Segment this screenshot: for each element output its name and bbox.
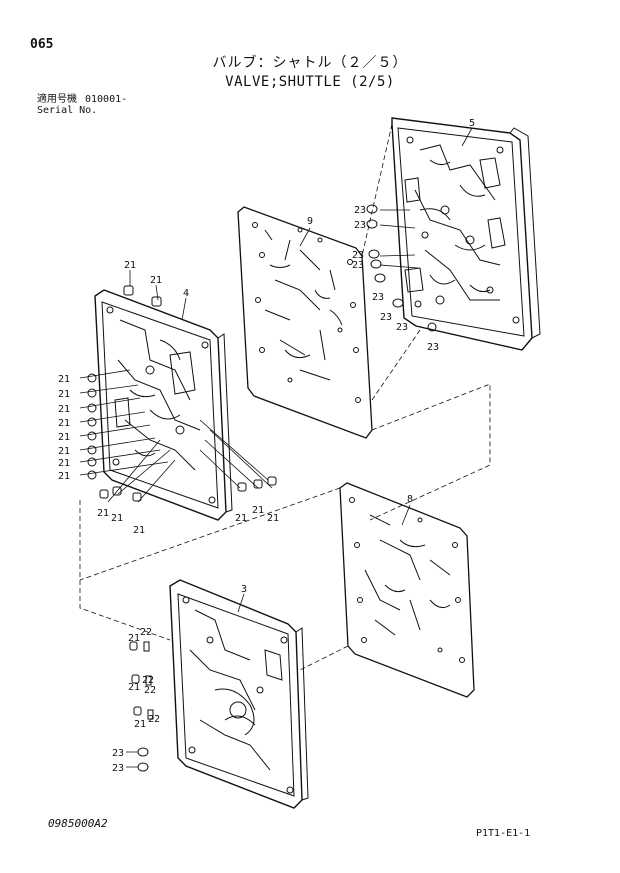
section-code: P1T1-E1-1	[476, 828, 531, 839]
label-part-21: 21	[58, 404, 70, 415]
label-part-23: 23	[380, 312, 392, 323]
label-part-21: 21	[111, 513, 123, 524]
serial-label-jp: 適用号機	[37, 94, 77, 105]
orifices-22	[143, 641, 154, 720]
alignment-lines	[79, 123, 491, 671]
page-title-jp: バルブ：シャトル（２／５）	[212, 55, 408, 71]
serial-value: 010001-	[85, 94, 128, 105]
label-part-21: 21	[267, 513, 279, 524]
label-part-21: 21	[97, 508, 109, 519]
gasket-plate-9	[237, 206, 373, 439]
label-part-23: 23	[112, 763, 124, 774]
label-part-22: 22	[144, 685, 156, 696]
label-part-21: 21	[150, 275, 162, 286]
label-part-21: 21	[58, 471, 70, 482]
label-part-21: 21	[58, 418, 70, 429]
label-plate-5: 5	[469, 118, 475, 129]
label-part-21: 21	[252, 505, 264, 516]
page-title-en: VALVE;SHUTTLE (2/5)	[225, 74, 395, 90]
page-number: 065	[30, 37, 54, 52]
serial-label-en: Serial No.	[37, 105, 98, 116]
label-part-21: 21	[128, 682, 140, 693]
label-part-21: 21	[58, 374, 70, 385]
label-part-21: 21	[58, 446, 70, 457]
label-part-21: 21	[58, 389, 70, 400]
label-plate-3: 3	[241, 584, 247, 595]
drawing-number: 0985000A2	[48, 817, 108, 830]
plugs-21	[87, 285, 277, 716]
label-plate-9: 9	[307, 216, 313, 227]
label-plate-8: 8	[407, 494, 413, 505]
label-part-23: 23	[372, 292, 384, 303]
label-part-22: 22	[142, 675, 154, 686]
label-part-23: 23	[112, 748, 124, 759]
label-part-21: 21	[133, 525, 145, 536]
label-part-21: 21	[128, 633, 140, 644]
label-part-21: 21	[235, 513, 247, 524]
label-part-23: 23	[396, 322, 408, 333]
label-part-21: 21	[58, 458, 70, 469]
label-part-23: 23	[352, 250, 364, 261]
label-part-21: 21	[124, 260, 136, 271]
part-23-leaders	[126, 751, 138, 768]
label-part-22: 22	[140, 627, 152, 638]
label-part-21: 21	[58, 432, 70, 443]
leader-lines	[79, 127, 473, 613]
valve-plate-5	[391, 117, 541, 351]
label-part-22: 22	[148, 714, 160, 725]
valve-plate-4	[94, 289, 233, 521]
label-part-23: 23	[352, 260, 364, 271]
label-part-23: 23	[354, 220, 366, 231]
gasket-plate-8	[339, 482, 475, 698]
valve-plate-3	[169, 579, 309, 809]
callout-labels: 5 9 4 8 3 21 21 21 21 21 21 21 21 21 21 …	[58, 118, 475, 774]
label-part-23: 23	[354, 205, 366, 216]
label-plate-4: 4	[183, 288, 189, 299]
label-part-21: 21	[134, 719, 146, 730]
label-part-23: 23	[427, 342, 439, 353]
